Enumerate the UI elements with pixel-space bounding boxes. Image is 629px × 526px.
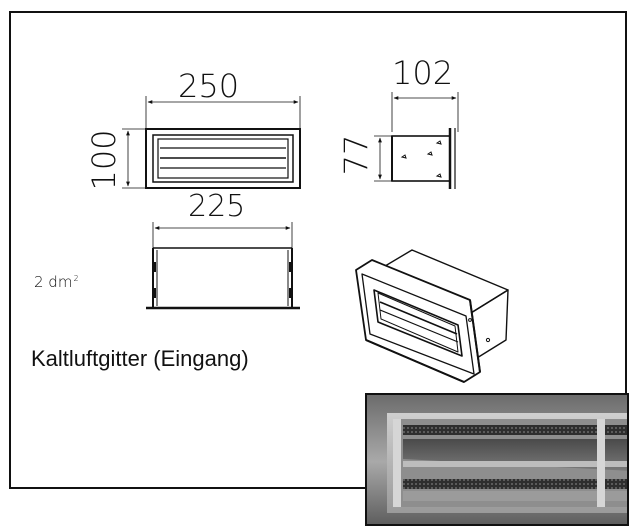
isometric-view [355, 249, 509, 383]
area-exponent: 2 [73, 274, 79, 283]
dimension-side-depth: 102 [392, 54, 454, 92]
bottom-view [146, 222, 300, 310]
dimension-side-height: 77 [337, 134, 375, 176]
grille-photo-illustration [367, 395, 627, 524]
dimension-bottom-width: 225 [188, 189, 246, 224]
area-value: 2 dm [34, 273, 73, 291]
product-caption: Kaltluftgitter (Eingang) [31, 346, 249, 371]
free-area-label: 2 dm2 [34, 273, 79, 291]
dimension-front-height: 100 [85, 129, 123, 191]
side-view [374, 92, 459, 189]
front-view [122, 96, 301, 189]
product-photo [365, 393, 629, 526]
dimension-front-width: 250 [178, 67, 240, 105]
